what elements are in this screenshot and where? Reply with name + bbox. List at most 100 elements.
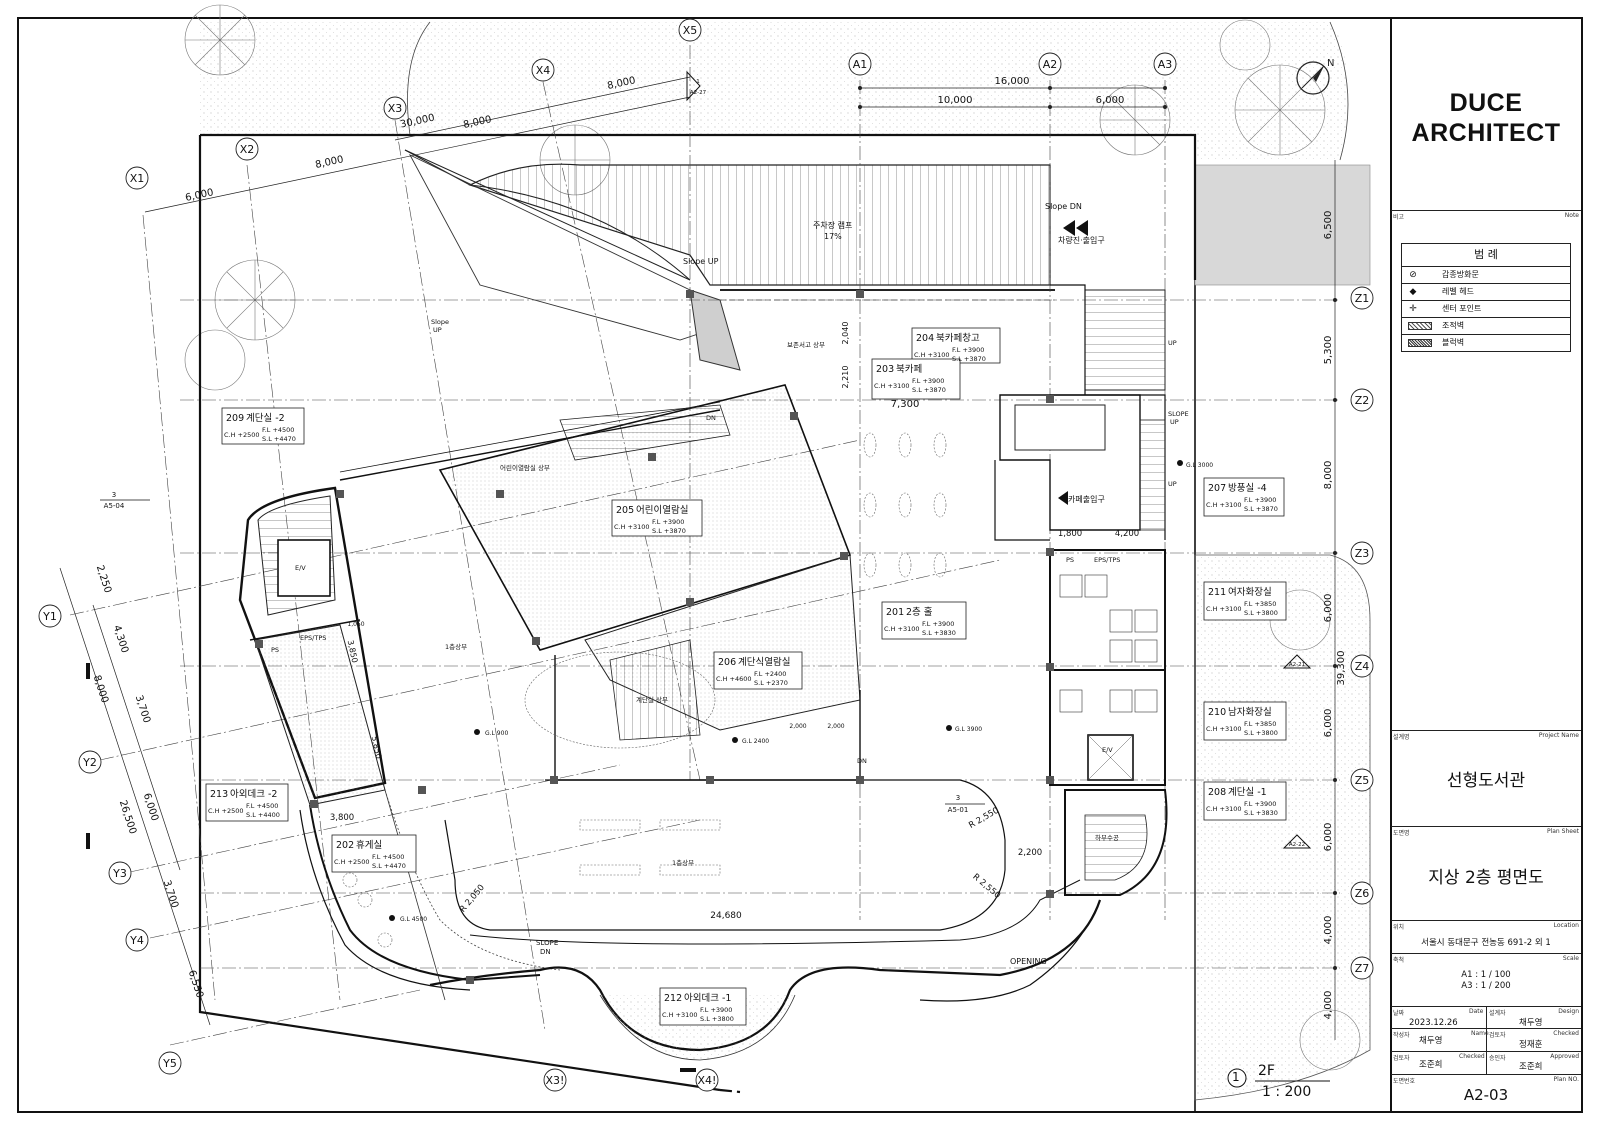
cafe-entry-label: 카페출입구 xyxy=(1068,494,1105,504)
callout-1: 1 xyxy=(696,79,700,85)
room-ceiling-height: C.H +3100 xyxy=(662,1011,698,1019)
dim-1050: 1,050 xyxy=(347,621,364,628)
void3-label: 계단실 상부 xyxy=(636,695,668,704)
grid-z1-label: Z1 xyxy=(1355,292,1370,305)
plan-no-label-en: Plan NO. xyxy=(1553,1076,1579,1083)
parking-strip xyxy=(1194,164,1371,286)
room-number: 210 xyxy=(1208,707,1226,718)
reading-wing xyxy=(339,384,861,781)
room-ceiling-height: C.H +3100 xyxy=(914,351,950,359)
room-floor-level: F.L +2400 xyxy=(754,670,786,678)
slope-up3b-label: UP xyxy=(1170,418,1179,426)
legend-label: 갑종방화문 xyxy=(1442,270,1479,279)
room-slab-level: S.L +3830 xyxy=(922,629,956,637)
dim-1800: 1,800 xyxy=(1058,529,1082,539)
scale-tag-number: 1 xyxy=(1232,1070,1240,1084)
ev-right-label: E/V xyxy=(1102,746,1113,754)
room-slab-level: S.L +3870 xyxy=(1244,505,1278,513)
firm-logo: DUCE ARCHITECT xyxy=(1391,88,1581,148)
grid-x5-label: X5 xyxy=(683,24,698,37)
void4-label: 1층상부 xyxy=(672,858,694,867)
opening-label: OPENING xyxy=(1010,957,1047,966)
room-slab-level: S.L +3870 xyxy=(912,386,946,394)
room-name: 휴게실 xyxy=(356,840,382,851)
dim-right-6000a: 6,000 xyxy=(1323,594,1334,623)
room-name: 북카페창고 xyxy=(936,333,980,344)
legend-title: 범 례 xyxy=(1402,244,1570,267)
slope-up3-label: SLOPE xyxy=(1168,410,1189,418)
room-ceiling-height: C.H +3100 xyxy=(614,523,650,531)
scale-line2: A3 : 1 / 200 xyxy=(1461,981,1511,991)
dim-left-3700b: 3,700 xyxy=(161,879,180,910)
note-label-ko: 비고 xyxy=(1393,214,1405,221)
design-value: 채두영 xyxy=(1519,1018,1543,1028)
site-ground-top xyxy=(200,22,1348,160)
dn2-label: DN xyxy=(857,757,867,765)
dim-2040: 2,040 xyxy=(841,322,850,345)
note-label-en: Note xyxy=(1564,212,1579,219)
room-slab-level: S.L +3830 xyxy=(1244,809,1278,817)
room-ceiling-height: C.H +3100 xyxy=(884,625,920,633)
dim-7300: 7,300 xyxy=(891,399,920,410)
room-name: 여자화장실 xyxy=(1228,586,1272,598)
annotations: 주차장 램프 17% Slope UP Slope UP Slope DN 차량… xyxy=(271,202,1213,966)
ps-left-label: PS xyxy=(271,646,279,654)
sheet-border xyxy=(17,17,1583,1113)
room-label-boxes xyxy=(205,327,1287,1026)
dim-right-4000b: 4,000 xyxy=(1323,991,1334,1020)
service-core xyxy=(994,284,1168,896)
room-slab-level: S.L +4400 xyxy=(246,811,280,819)
checker-label-en: Checked xyxy=(1459,1053,1485,1060)
room-floor-level: F.L +3850 xyxy=(1244,720,1276,728)
lobby-up-label: 보존서고 상부 xyxy=(787,340,825,349)
grid-z5-label: Z5 xyxy=(1355,774,1370,787)
dim-3800: 3,800 xyxy=(330,813,354,823)
grid-y4-label: Y4 xyxy=(129,934,144,947)
firm-name-line2: ARCHITECT xyxy=(1411,119,1561,147)
room-number: 205 xyxy=(616,505,634,516)
drawing-scale-tag: 1 2F 1 : 200 xyxy=(1210,1063,1350,1103)
room-number: 207 xyxy=(1208,483,1226,494)
entry-arrow-icon xyxy=(1063,220,1088,236)
grid-y1-label: Y1 xyxy=(42,610,57,623)
scale-line1: A1 : 1 / 100 xyxy=(1461,970,1511,980)
room-ceiling-height: C.H +3100 xyxy=(1206,805,1242,813)
slope-up-label: Slope UP xyxy=(683,257,719,266)
checked-label-ko: 검토자 xyxy=(1489,1032,1506,1039)
room-ceiling-height: C.H +2500 xyxy=(224,431,260,439)
room-slab-level: S.L +3800 xyxy=(1244,729,1278,737)
dimension-lines xyxy=(59,76,1336,1040)
room-number: 206 xyxy=(718,657,736,668)
dimension-ticks xyxy=(858,86,1337,970)
room-number: 201 xyxy=(886,607,904,618)
callouts: 3 A5-04 3 A5-01 A2-21 A2-22 1 A2-27 xyxy=(100,79,1305,848)
grid-z3-label: Z3 xyxy=(1355,547,1370,560)
room-slab-level: S.L +3800 xyxy=(700,1015,734,1023)
title-block: DUCE ARCHITECT 비고 Note 범 례 ⊘ 갑종방화문 ◆ 레벨 … xyxy=(1391,18,1581,1112)
date-label-en: Date xyxy=(1469,1008,1484,1015)
design-label-ko: 설계자 xyxy=(1489,1010,1506,1017)
grid-z7-label: Z7 xyxy=(1355,962,1370,975)
room-ceiling-height: C.H +2500 xyxy=(208,807,244,815)
slope-wedge xyxy=(408,153,711,341)
room-name: 2층 홀 xyxy=(906,606,933,618)
gl-3000-label: G.L 3000 xyxy=(1186,462,1213,469)
slope-up2-label: Slope xyxy=(431,318,449,326)
room-slab-level: S.L +4470 xyxy=(262,435,296,443)
site-ground-right xyxy=(1194,554,1371,1101)
dimension-texts: 16,000 10,000 6,000 6,000 8,000 8,000 30… xyxy=(91,75,1347,1019)
room-slab-level: S.L +3870 xyxy=(952,355,986,363)
legend-label: 레벨 헤드 xyxy=(1442,287,1474,296)
room-ceiling-height: C.H +4600 xyxy=(716,675,752,683)
legend-item-block: 블럭벽 xyxy=(1402,335,1570,351)
room-number: 213 xyxy=(210,789,228,800)
project-label-ko: 설계명 xyxy=(1393,734,1410,741)
grid-x3b-label: X3! xyxy=(546,1074,565,1087)
gl-3900-label: G.L 3900 xyxy=(955,726,982,733)
dim-top-16000: 16,000 xyxy=(995,76,1030,87)
parking-ramp xyxy=(404,149,1055,301)
slope-dn2b-label: DN xyxy=(540,948,551,956)
grid-z6-label: Z6 xyxy=(1355,887,1370,900)
room-slab-level: S.L +4470 xyxy=(372,862,406,870)
slope-dn-label: Slope DN xyxy=(1045,202,1082,211)
